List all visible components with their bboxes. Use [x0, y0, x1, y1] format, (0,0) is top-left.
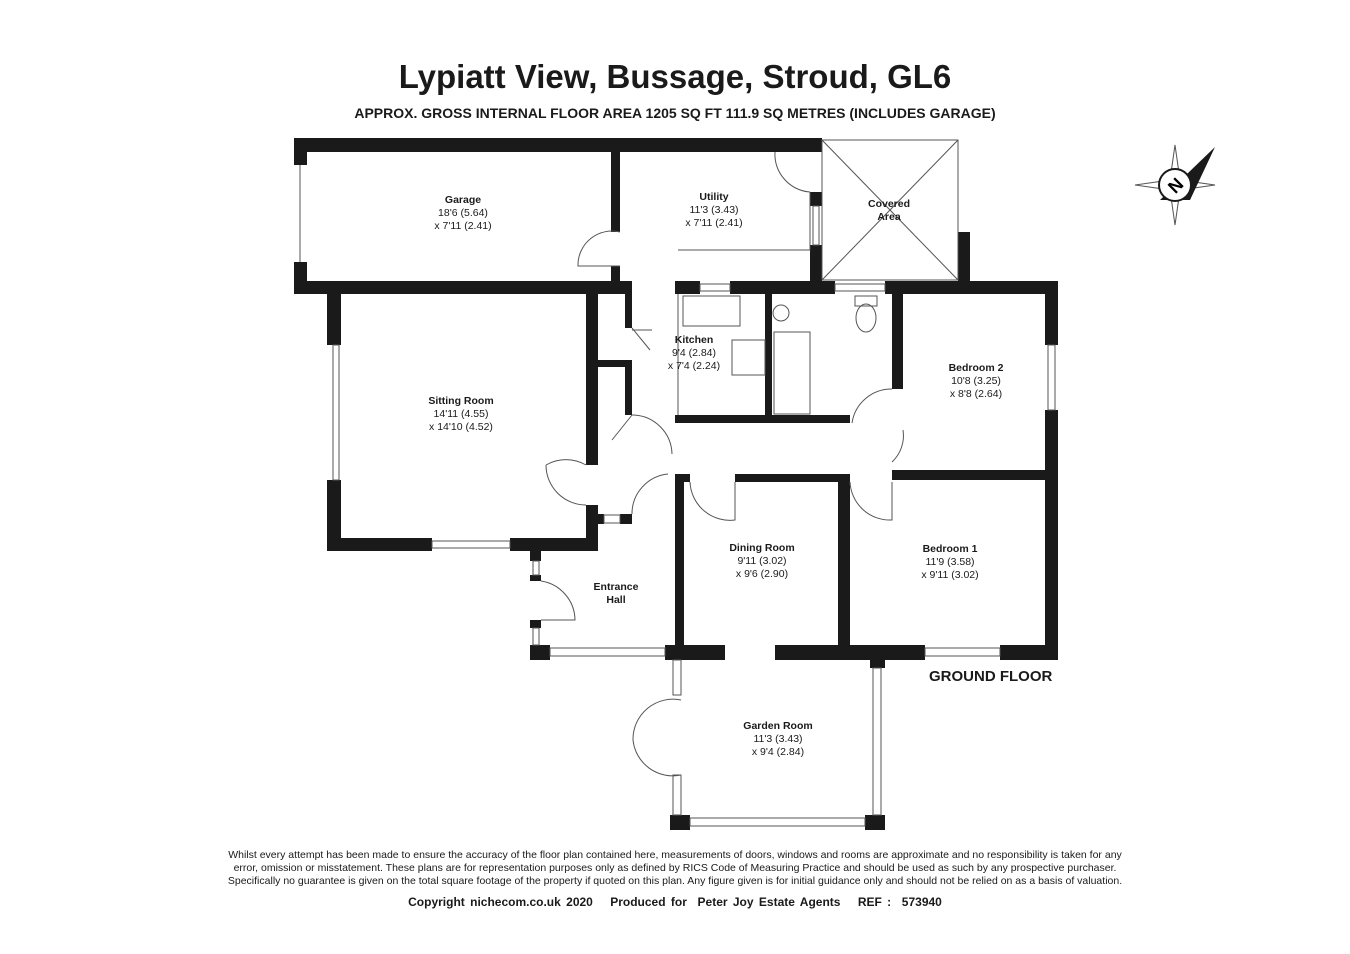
footer: Copyright nichecom.co.uk 2020 Produced f…	[0, 895, 1350, 909]
windows-doors	[299, 139, 1056, 827]
plan-title: Lypiatt View, Bussage, Stroud, GL6	[398, 58, 952, 95]
floor-label: GROUND FLOOR	[929, 668, 1053, 685]
room-dim: 9'4 (2.84)	[671, 347, 717, 359]
room-dim: x 9'6 (2.90)	[735, 568, 789, 580]
produced-for-text: Produced for Peter Joy Estate Agents	[610, 895, 841, 909]
room-name: Bedroom 1	[922, 543, 978, 555]
disclaimer: Whilst every attempt has been made to en…	[0, 849, 1350, 888]
disclaimer-line: Specifically no guarantee is given on th…	[227, 875, 1123, 887]
room-name: Area	[877, 211, 901, 223]
disclaimer-line: error, omission or misstatement. These p…	[233, 862, 1117, 874]
room-name: Sitting Room	[428, 395, 494, 407]
room-name: Dining Room	[729, 542, 795, 554]
room-dim: x 8'8 (2.64)	[949, 388, 1003, 400]
disclaimer-line: Whilst every attempt has been made to en…	[228, 849, 1122, 861]
room-dim: 10'8 (3.25)	[951, 375, 1001, 387]
room-name: Garden Room	[743, 720, 813, 732]
room-dim: 11'3 (3.43)	[753, 733, 803, 745]
room-name: Kitchen	[674, 334, 714, 346]
copyright-text: Copyright nichecom.co.uk 2020	[408, 895, 593, 909]
room-dim: x 7'11 (2.41)	[685, 217, 743, 229]
reference-text: REF : 573940	[857, 895, 942, 909]
room-dim: x 7'4 (2.24)	[667, 360, 721, 372]
room-dim: 11'3 (3.43)	[689, 204, 739, 216]
room-dim: x 14'10 (4.52)	[429, 421, 493, 433]
room-dim: 14'11 (4.55)	[433, 408, 489, 420]
room-dim: 11'9 (3.58)	[925, 556, 975, 568]
room-name: Hall	[606, 594, 626, 606]
room-dim: x 7'11 (2.41)	[434, 220, 492, 232]
room-name: Covered	[867, 198, 911, 210]
room-name: Garage	[444, 194, 482, 206]
room-name: Entrance	[593, 581, 639, 593]
room-dim: x 9'4 (2.84)	[751, 746, 805, 758]
walls	[294, 138, 1058, 830]
room-dim: 9'11 (3.02)	[737, 555, 787, 567]
compass: N	[1134, 144, 1216, 226]
floor-area-subtitle: APPROX. GROSS INTERNAL FLOOR AREA 1205 S…	[354, 105, 996, 121]
room-name: Utility	[699, 191, 729, 203]
room-name: Bedroom 2	[948, 362, 1004, 374]
room-dim: 18'6 (5.64)	[438, 207, 488, 219]
room-dim: x 9'11 (3.02)	[921, 569, 979, 581]
